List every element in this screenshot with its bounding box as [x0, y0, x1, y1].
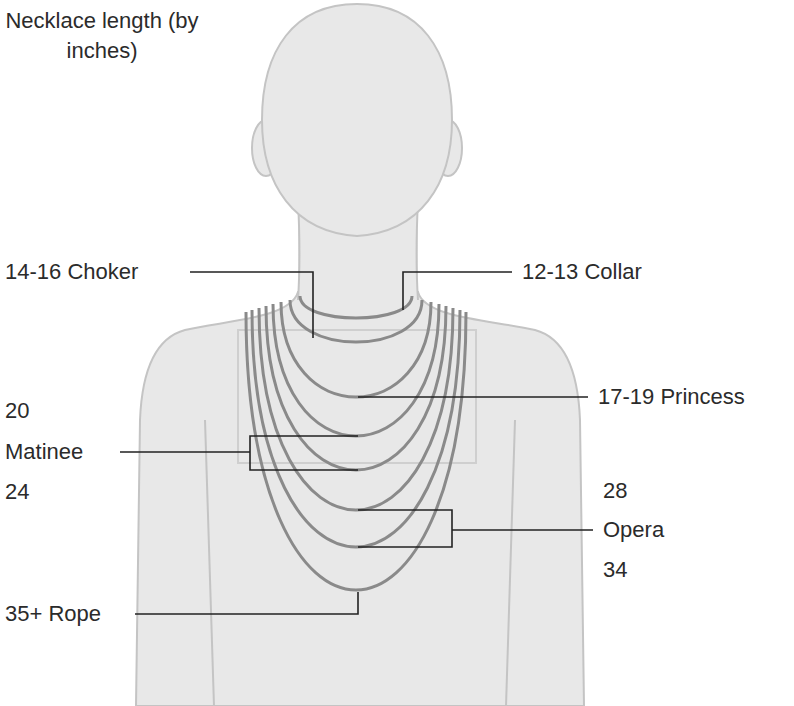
length-label: 35+ Rope [5, 601, 101, 627]
necklace-strand [246, 312, 466, 590]
length-label: 20 [5, 398, 29, 424]
necklace-strand [273, 304, 439, 436]
matinee-bracket [120, 436, 358, 470]
length-label: 12-13 Collar [522, 259, 642, 285]
length-label: 28 [603, 478, 627, 504]
necklace-strand [266, 306, 446, 470]
head [262, 4, 452, 236]
necklace-strand [252, 310, 460, 547]
right-arm-line [506, 420, 515, 706]
necklace-strand [281, 302, 431, 397]
length-label: Matinee [5, 439, 83, 465]
opera-bracket [358, 510, 593, 547]
choker-leader [190, 272, 313, 338]
necklace-group [246, 296, 466, 590]
left-arm-line [205, 420, 214, 706]
torso [136, 292, 584, 706]
collar-leader [403, 272, 512, 310]
princess-leader [358, 396, 588, 398]
necklace-strand [300, 296, 412, 318]
rope-leader [135, 592, 358, 614]
length-label: 24 [5, 479, 29, 505]
diagram-title: Necklace length (by inches) [4, 6, 200, 66]
length-label: Opera [603, 517, 664, 543]
leader-lines [120, 272, 593, 614]
necklace-strand [259, 308, 453, 510]
mannequin [136, 4, 584, 706]
length-label: 14-16 Choker [5, 259, 138, 285]
length-label: 17-19 Princess [598, 384, 745, 410]
length-label: 34 [603, 557, 627, 583]
